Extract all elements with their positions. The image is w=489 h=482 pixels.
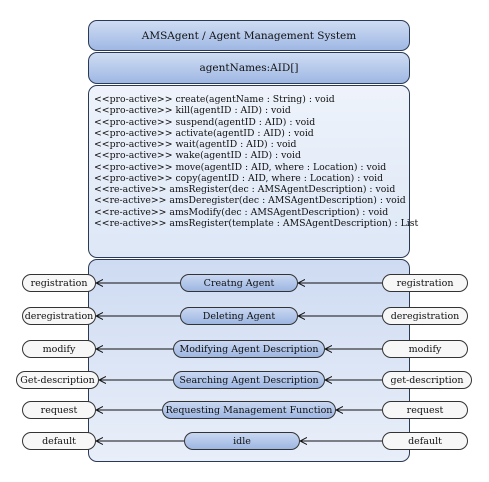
- state-searching-agent-description: Searching Agent Description: [173, 371, 325, 389]
- operation-item: <<pro-active>> suspend(agentID : AID) : …: [94, 116, 316, 128]
- operation-item: <<pro-active>> move(agentID : AID, where…: [94, 161, 387, 173]
- class-title-box: AMSAgent / Agent Management System: [88, 20, 410, 51]
- input-event-registration: registration: [22, 274, 96, 292]
- operations-list: <<pro-active>> create(agentName : String…: [94, 94, 418, 229]
- input-event-get-description: Get-description: [16, 371, 99, 389]
- state-requesting-management-function: Requesting Management Function: [162, 401, 336, 419]
- operation-item: <<pro-active>> wait(agentID : AID) : voi…: [94, 139, 297, 150]
- input-event-request: request: [22, 401, 96, 419]
- class-title: AMSAgent / Agent Management System: [141, 29, 357, 42]
- attributes-box: agentNames:AID[]: [88, 52, 410, 84]
- states-box: [88, 259, 410, 462]
- output-event-deregistration: deregistration: [382, 307, 468, 325]
- state-creating-agent: Creatng Agent: [180, 274, 298, 292]
- output-event-get-description: get-description: [382, 371, 472, 389]
- operation-item: <<pro-active>> copy(agentID : AID, where…: [94, 172, 384, 184]
- operation-item: <<pro-active>> kill(agentID : AID) : voi…: [94, 105, 291, 117]
- operation-item: <<pro-active>> wake(agentID : AID) : voi…: [94, 150, 301, 162]
- operation-item: <<re-active>> amsRegister(dec : AMSAgent…: [94, 184, 396, 195]
- state-idle: idle: [184, 432, 300, 450]
- operations-box: <<pro-active>> create(agentName : String…: [88, 85, 418, 258]
- operation-item: <<re-active>> amsRegister(template : AMS…: [94, 217, 419, 229]
- operation-item: <<pro-active>> activate(agentID : AID) :…: [94, 127, 314, 139]
- attribute-label: agentNames:AID[]: [199, 62, 299, 74]
- input-event-deregistration: deregistration: [22, 307, 96, 325]
- output-event-registration: registration: [382, 274, 468, 292]
- output-event-modify: modify: [382, 340, 468, 358]
- operation-item: <<re-active>> amsModify(dec : AMSAgentDe…: [94, 206, 389, 218]
- state-deleting-agent: Deleting Agent: [180, 307, 298, 325]
- operation-item: <<re-active>> amsDeregister(dec : AMSAge…: [94, 195, 406, 207]
- input-event-modify: modify: [22, 340, 96, 358]
- operation-item: <<pro-active>> create(agentName : String…: [94, 94, 335, 105]
- input-event-default: default: [22, 432, 96, 450]
- output-event-request: request: [382, 401, 468, 419]
- state-modifying-agent-description: Modifying Agent Description: [173, 340, 325, 358]
- output-event-default: default: [382, 432, 468, 450]
